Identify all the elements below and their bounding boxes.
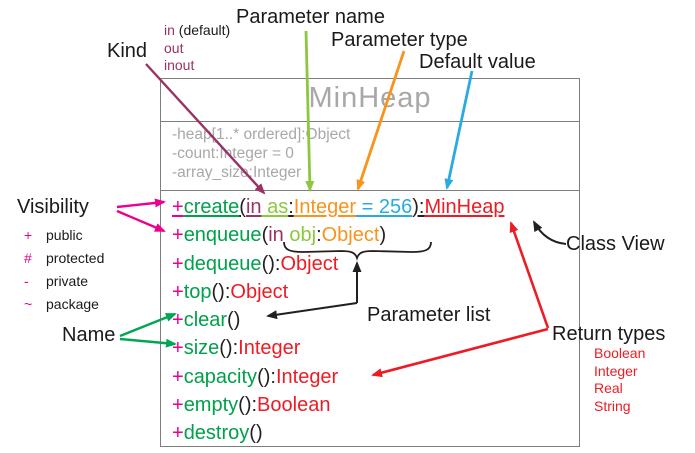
method: +capacity():Integer [172, 363, 504, 391]
method-segment-name: capacity [183, 365, 258, 388]
class-name: MinHeap [308, 82, 432, 114]
method: +destroy() [172, 419, 504, 447]
method-segment-vis: + [172, 337, 184, 360]
method-segment-punct: ) [379, 224, 387, 247]
method-segment-vis: + [172, 280, 184, 303]
method-segment-punct: (): [219, 337, 239, 360]
method-segment-punct: (): [261, 252, 281, 275]
method-segment-ptype: Integer [293, 196, 357, 218]
label-parameter-list: Parameter list [367, 304, 491, 326]
return-type-example: String [594, 397, 631, 414]
attributes-divider [161, 190, 579, 191]
uml-class-box: MinHeap -heap[1..* ordered]:Object -count… [160, 78, 580, 447]
method-segment-rtype: Boolean [257, 394, 331, 417]
method-segment-name: create [183, 196, 240, 218]
method-segment-kind: in [245, 196, 262, 218]
method-segment-vis: + [172, 394, 184, 417]
method-segment-kind: in [268, 224, 284, 247]
method-segment-vis: + [172, 252, 184, 275]
attribute: -array_size:Integer [172, 164, 302, 181]
kind-option: inout [164, 57, 230, 75]
label-visibility: Visibility [17, 196, 89, 218]
visibility-label: package [46, 296, 99, 312]
attribute: -count:Integer = 0 [172, 145, 294, 162]
method-segment-vis: + [172, 224, 184, 247]
method-segment-punct: () [249, 422, 263, 445]
method-segment-pname: as [261, 196, 289, 218]
visibility-label: protected [46, 250, 105, 266]
method-segment-rtype: MinHeap [424, 196, 505, 218]
return-type-example: Real [594, 380, 623, 396]
method-segment-pname: obj [283, 224, 317, 247]
label-class-view: Class View [566, 233, 665, 255]
visibility-symbol: ~ [24, 296, 33, 312]
kind-word: out [164, 39, 184, 56]
method-segment-rtype: Integer [238, 337, 301, 360]
method-segment-name: clear [183, 309, 228, 332]
method-segment-ptype: Object [321, 224, 380, 247]
method-segment-name: dequeue [183, 252, 262, 275]
attribute-list: -heap[1..* ordered]:Object -count:Integer… [172, 125, 350, 182]
visibility-option: - private [24, 270, 104, 293]
method-segment-punct: (): [238, 394, 258, 417]
visibility-symbol: + [24, 227, 33, 243]
method-segment-punct: () [227, 309, 241, 332]
return-type-example: Integer [594, 362, 638, 379]
label-name: Name [62, 324, 116, 346]
method-segment-rtype: Object [280, 252, 339, 275]
method-segment-rtype: Object [230, 280, 289, 303]
visibility-option: ~ package [24, 293, 104, 316]
method-segment-name: size [183, 337, 220, 360]
method-segment-name: top [183, 280, 212, 303]
method-segment-punct: ( [261, 224, 269, 247]
method-segment-punct: (): [211, 280, 231, 303]
method-segment-default: = 256 [356, 196, 413, 218]
method-segment-punct: ( [239, 196, 246, 218]
attribute: -heap[1..* ordered]:Object [172, 126, 351, 143]
method-segment-name: empty [183, 394, 239, 417]
kind-word: in [164, 22, 175, 38]
kind-note: (default) [174, 22, 231, 38]
visibility-option: # protected [24, 247, 104, 270]
method-segment-name: enqueue [183, 224, 262, 247]
method-segment-vis: + [172, 422, 184, 445]
visibility-symbol: - [24, 273, 29, 289]
label-kind: Kind [107, 40, 148, 62]
label-parameter-type: Parameter type [331, 29, 468, 51]
method-segment-rtype: Integer [275, 365, 339, 388]
title-divider [161, 121, 579, 122]
label-return-types: Return types [552, 323, 666, 345]
kind-option: in (default) [164, 22, 230, 40]
visibility-option: + public [24, 224, 104, 247]
label-default-value: Default value [419, 51, 536, 73]
method-segment-vis: + [172, 365, 184, 388]
method: +top():Object [172, 278, 504, 306]
return-type-example: Boolean [594, 345, 646, 361]
arrow-visibility-create [116, 198, 166, 209]
method-segment-vis: + [172, 309, 184, 332]
method-segment-punct: : [316, 224, 322, 247]
method: +size():Integer [172, 334, 504, 362]
method-segment-vis: + [172, 196, 184, 218]
method: +enqueue(in obj:Object) [172, 221, 504, 249]
method-segment-punct: (): [257, 365, 276, 388]
visibility-label: private [46, 273, 89, 289]
method-segment-name: destroy [183, 422, 250, 445]
method: +create(in as:Integer = 256):MinHeap [172, 193, 504, 221]
arrow-visibility-enqueue [116, 209, 166, 233]
label-parameter-name: Parameter name [236, 6, 385, 28]
visibility-legend: + public # protected - private ~ package [24, 224, 104, 316]
method-list: +create(in as:Integer = 256):MinHeap+enq… [172, 193, 504, 448]
method-segment-punct: ): [412, 196, 425, 218]
kind-option: out [164, 40, 230, 58]
kind-word: inout [164, 57, 195, 73]
method-segment-punct: : [288, 196, 294, 218]
visibility-label: public [46, 227, 83, 243]
visibility-symbol: # [24, 250, 32, 266]
method: +clear() [172, 306, 504, 334]
method: +dequeue():Object [172, 250, 504, 278]
method: +empty():Boolean [172, 391, 504, 419]
